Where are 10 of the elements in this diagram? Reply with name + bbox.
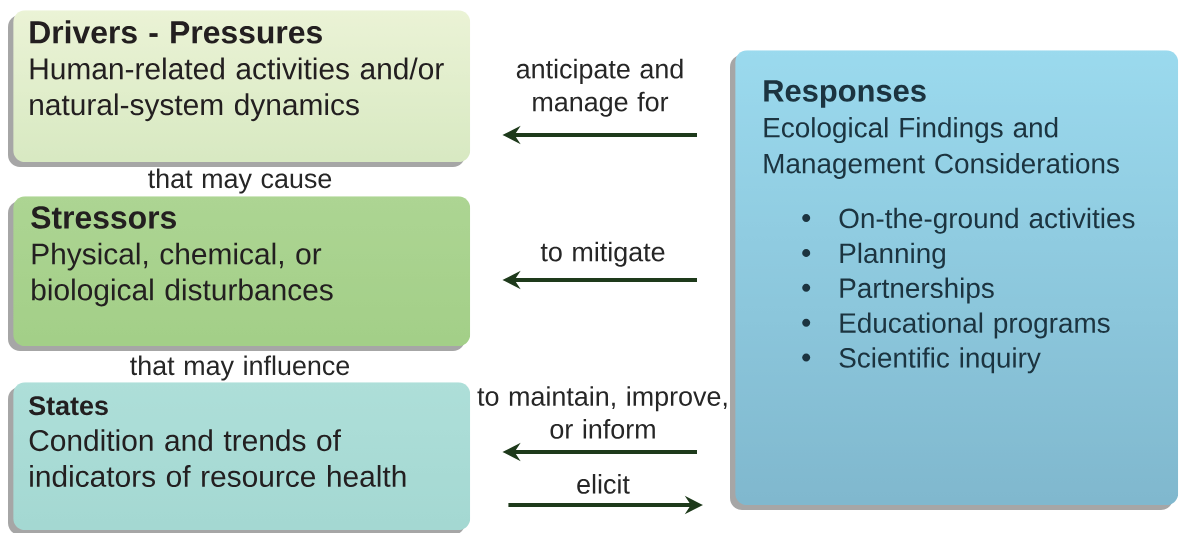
edge-label: to mitigate — [540, 241, 665, 267]
edge-label: anticipate and manage for — [516, 58, 683, 117]
text-box: Stressors Physical, chemical, or biological disturbances — [8, 196, 471, 351]
text-box: Responses Ecological Findings and Management Considerations On-the-ground activities Planning Partnerships Educational programs Scientific inquiry — [730, 50, 1179, 510]
edge-label: elicit — [577, 474, 630, 494]
connecting-phrase: that may influence — [130, 355, 350, 381]
text-box: Drivers - Pressures Human-related activities and/or natural-system dynamics — [8, 10, 471, 167]
connecting-phrase: that may cause — [148, 168, 332, 194]
text-box: States Condition and trends of indicators of resource health — [8, 382, 471, 533]
edge-label: to maintain, improve, or inform — [477, 386, 727, 439]
